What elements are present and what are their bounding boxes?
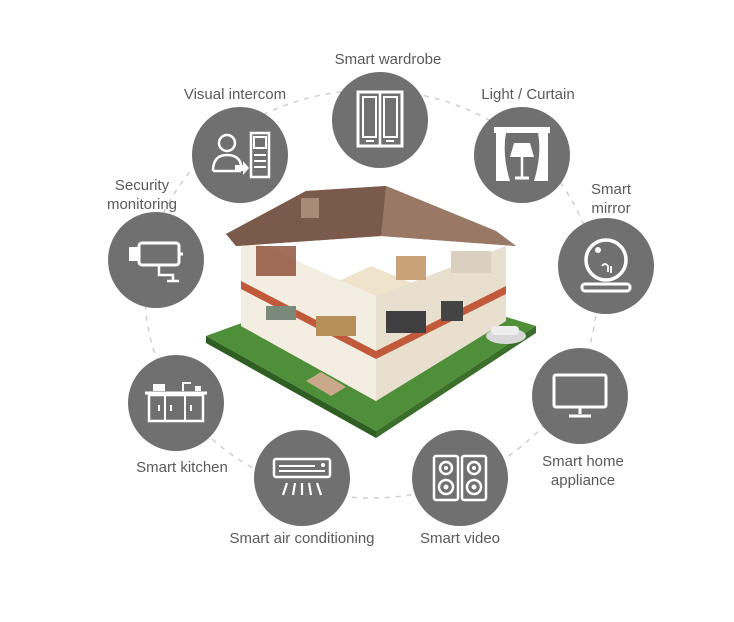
smart-kitchen-node[interactable]: [128, 355, 224, 451]
smart-video-node[interactable]: [412, 430, 508, 526]
label-light-curtain: Light / Curtain: [481, 86, 575, 103]
label-smart-home-appliance: Smart home appliance: [542, 453, 624, 489]
air-conditioner-icon: [272, 457, 332, 496]
smart-air-conditioning-node[interactable]: [254, 430, 350, 526]
security-monitoring-node[interactable]: [108, 212, 204, 308]
label-smart-video: Smart video: [419, 530, 501, 547]
label-security-monitoring: Security monitoring: [106, 177, 178, 213]
label-smart-air-conditioning: Smart air conditioning: [229, 530, 375, 547]
label-smart-kitchen: Smart kitchen: [136, 459, 228, 476]
intercom-icon: [211, 131, 271, 179]
smart-wardrobe-node[interactable]: [332, 72, 428, 168]
speakers-icon: [432, 454, 488, 502]
tv-monitor-icon: [552, 373, 608, 418]
wardrobe-icon: [356, 90, 404, 148]
smart-mirror-node[interactable]: [558, 218, 654, 314]
visual-intercom-node[interactable]: [192, 107, 288, 203]
curtain-lamp-icon: [494, 127, 550, 181]
label-smart-mirror: Smart mirror: [590, 181, 631, 217]
label-smart-wardrobe: Smart wardrobe: [334, 51, 442, 68]
smart-home-appliance-node[interactable]: [532, 348, 628, 444]
security-camera-icon: [129, 241, 183, 283]
kitchen-icon: [145, 382, 207, 423]
light-curtain-node[interactable]: [474, 107, 570, 203]
label-visual-intercom: Visual intercom: [183, 86, 287, 103]
mirror-icon: [580, 238, 632, 293]
house-cutaway-illustration: [206, 186, 536, 438]
